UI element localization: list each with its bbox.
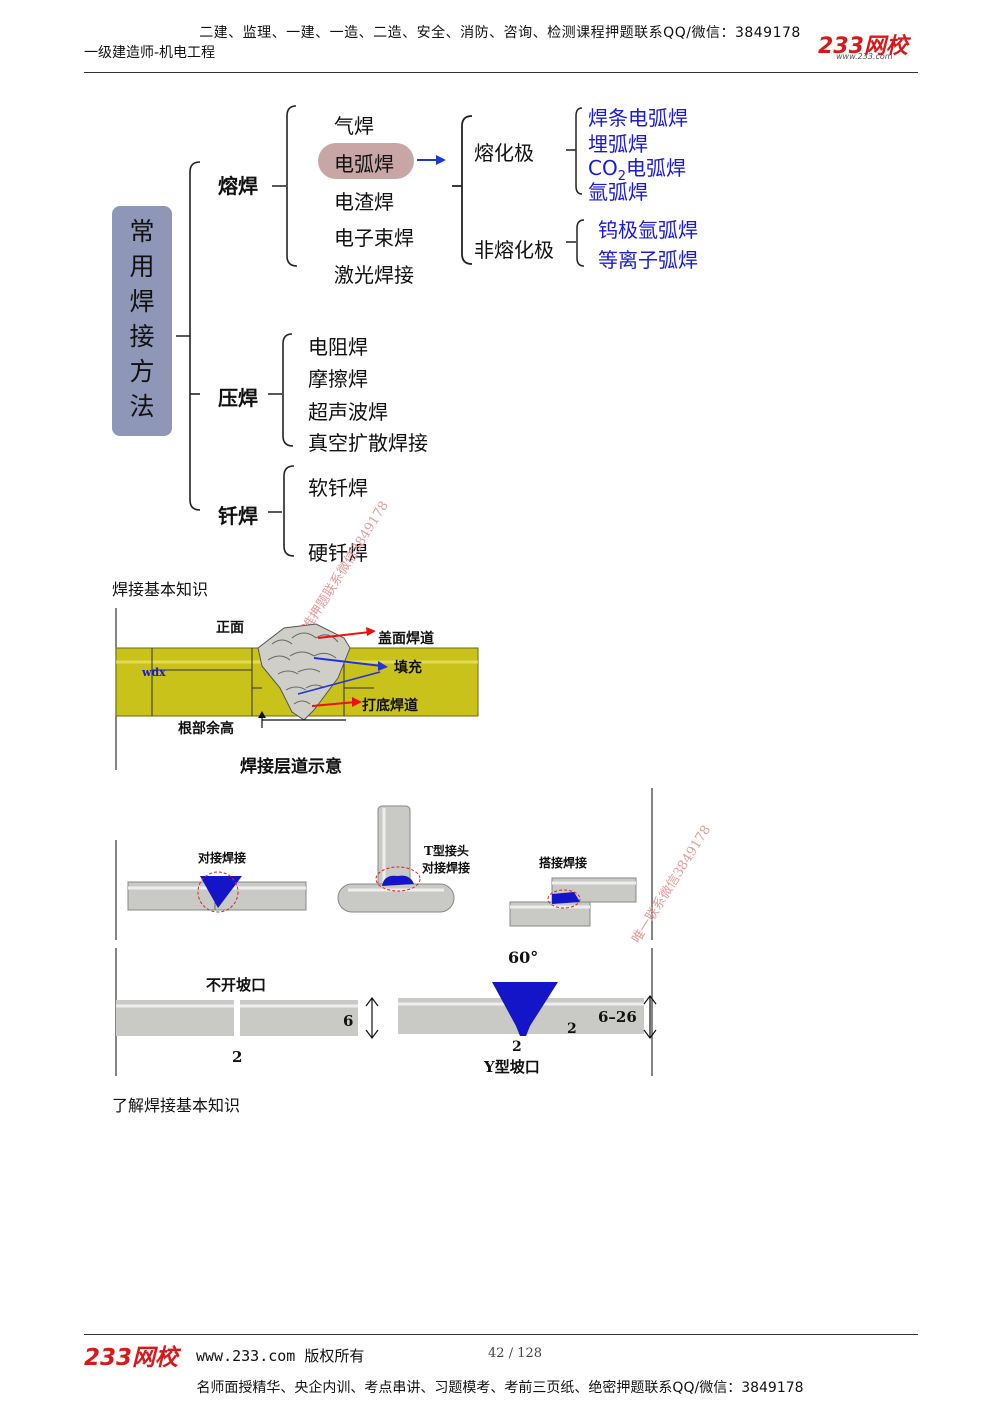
label-butt-joint: 对接焊接	[198, 851, 247, 865]
page-number: 42 / 128	[488, 1346, 542, 1361]
pressure-item: 真空扩散焊接	[308, 431, 428, 455]
label-gap-y: 2	[567, 1021, 577, 1037]
label-gap: 2	[232, 1048, 243, 1066]
fusion-item: 电子束焊	[334, 226, 414, 250]
label-wdx: wdx	[142, 666, 166, 679]
groove-types-drawing	[115, 948, 657, 1076]
joint-types-drawing	[115, 788, 653, 940]
fusion-item: 激光焊接	[334, 263, 414, 287]
fusion-item: 电渣焊	[334, 190, 394, 214]
label-front: 正面	[216, 620, 244, 636]
label-fill-pass: 填充	[394, 660, 422, 676]
brazing-item: 软钎焊	[308, 476, 368, 500]
root-char: 方	[129, 357, 155, 386]
label-lap-joint: 搭接焊接	[539, 856, 588, 870]
tree-brackets	[112, 105, 585, 557]
fusion-item: 气焊	[334, 114, 374, 138]
header-subtitle: 一级建造师-机电工程	[84, 45, 216, 61]
root-char: 法	[129, 392, 155, 421]
electrode-non-consumable: 非熔化极	[474, 238, 554, 262]
footer-logo: 233网校	[84, 1345, 179, 1371]
consumable-item: 埋弧焊	[588, 132, 648, 156]
figure-title-weld-layers: 焊接层道示意	[240, 757, 342, 777]
header-divider	[84, 72, 918, 73]
label-no-groove: 不开坡口	[206, 976, 267, 994]
label-thickness: 6	[343, 1012, 354, 1030]
label-root-face: 2	[512, 1039, 522, 1055]
caption-understand-basics: 了解焊接基本知识	[112, 1096, 241, 1115]
fusion-item-arc: 电弧焊	[334, 152, 394, 176]
page-sep: /	[508, 1346, 514, 1361]
tree-root-label: 常 用 焊 接 方 法	[112, 214, 172, 424]
footer-contact-line: 名师面授精华、央企内训、考点串讲、习题模考、考前三页纸、绝密押题联系QQ/微信：…	[196, 1380, 804, 1396]
weld-layers-drawing	[115, 608, 479, 770]
label-groove-angle: 60°	[508, 948, 539, 967]
root-char: 用	[129, 252, 155, 281]
brazing-item: 硬钎焊	[308, 541, 368, 565]
consumable-item: 焊条电弧焊	[588, 106, 688, 130]
footer-divider	[84, 1334, 918, 1335]
header-contact-line: 二建、监理、一建、一造、二造、安全、消防、咨询、检测课程押题联系QQ/微信：38…	[199, 25, 801, 41]
root-char: 常	[129, 217, 155, 246]
consumable-item: 氩弧焊	[588, 180, 648, 204]
label-root-pass: 打底焊道	[362, 698, 418, 714]
category-fusion: 熔焊	[218, 174, 258, 198]
root-char: 焊	[129, 287, 155, 316]
category-brazing: 钎焊	[218, 504, 258, 528]
pressure-item: 摩擦焊	[308, 367, 368, 391]
pressure-item: 电阻焊	[308, 335, 368, 359]
header-logo-url: www.233.com	[836, 52, 893, 61]
label-t-joint-butt: 对接焊接	[422, 861, 471, 875]
electrode-consumable: 熔化极	[474, 141, 534, 165]
label-thickness-range: 6–26	[598, 1008, 637, 1026]
label-cover-pass: 盖面焊道	[378, 631, 434, 647]
caption-basic-knowledge: 焊接基本知识	[112, 580, 209, 599]
header-logo: 233网校	[818, 34, 908, 59]
label-y-groove: Y型坡口	[484, 1058, 540, 1076]
page-current: 42	[488, 1346, 505, 1361]
label-t-joint: T型接头	[424, 844, 469, 858]
category-pressure: 压焊	[218, 386, 258, 410]
pressure-item: 超声波焊	[308, 400, 388, 424]
root-char: 接	[129, 322, 155, 351]
page-total: 128	[517, 1346, 543, 1361]
label-root-height: 根部余高	[178, 721, 234, 737]
non-consumable-item: 等离子弧焊	[598, 248, 698, 272]
non-consumable-item: 钨极氩弧焊	[598, 218, 698, 242]
footer-copyright: www.233.com 版权所有	[196, 1347, 365, 1365]
consumable-item-co2: CO2电弧焊	[588, 156, 686, 184]
